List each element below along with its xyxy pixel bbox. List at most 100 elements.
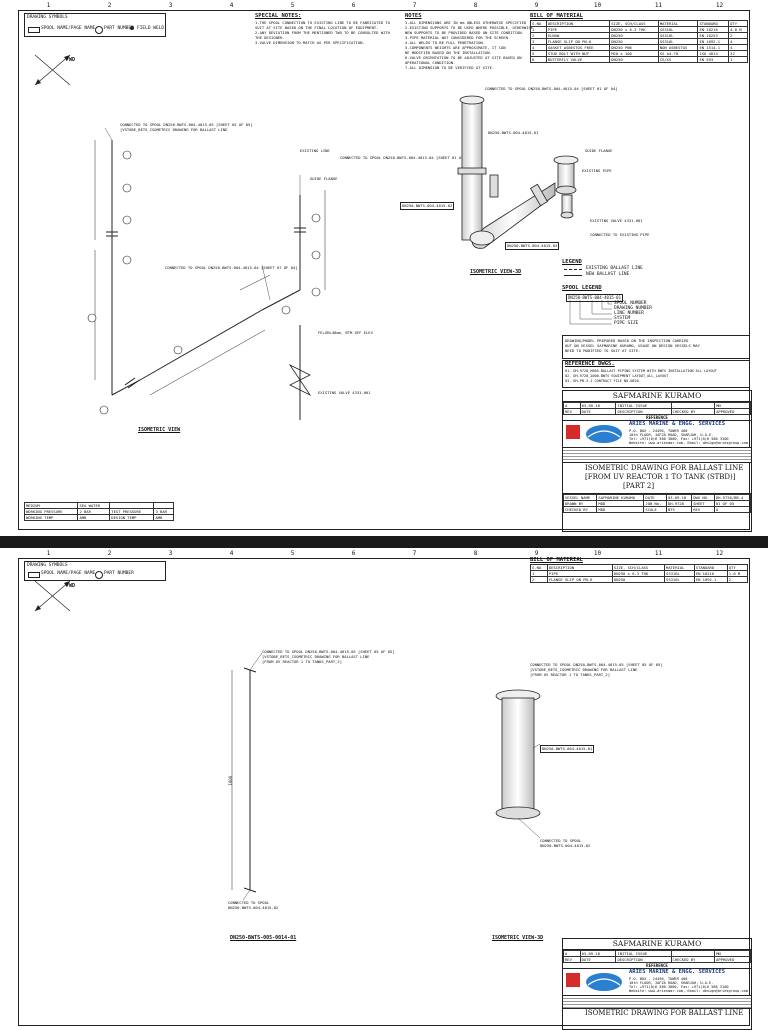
drawing-note: DRAWING/MODEL PREPARED BASED ON THE INSP… [562,335,750,359]
spool-legend-title: SPOOL LEGEND [562,285,602,291]
callout-3d-connected: CONNECTED TO SPOOL DN250-BWTS-004-4015-0… [485,86,618,91]
field-weld-icon [130,26,134,30]
address-line: Website: www.ariesmar.com, Email: design… [629,989,748,993]
notes: NOTES 1.ALL DIMENSIONS ARE IN mm UNLESS … [405,13,534,70]
spool-symbol-icon [28,27,40,33]
drawing-frame [18,10,750,530]
spool-isometric-drawing [231,652,541,901]
reference-label: REFERENCE [563,963,751,969]
title-line: [PART 2] [623,482,655,490]
isometric-3d-drawing [457,95,579,249]
note-line: SUIT AT SITE BASED ON THE FINAL LOCATION… [255,24,379,30]
symbol-part-label: PART NUMBER [104,26,134,31]
ruler-tick: 12 [715,550,724,557]
ruler-tick: 6 [351,550,356,557]
ruler-tick: 9 [534,550,539,557]
note-line: 3.VALVE DIMENSION TO MATCH AS PER SPECIF… [255,39,365,45]
symbol-spool-label: SPOOL NAME/PAGE NAME [41,571,96,576]
north-label: FWD [66,57,76,63]
drawing-symbols-box: DRAWING SYMBOLS SPOOL NAME/PAGE NAME PAR… [24,561,166,581]
part-number-icon [95,571,103,579]
callout-text: [VSTOBE_BETS_ISOMETRIC DRAWING FOR BALLA… [530,667,638,672]
callout-text: FE+GM+40mm, BTM OFF ELEV [318,330,373,335]
spool-legend-item: PIPE SIZE [614,321,639,326]
ruler-tick: 8 [473,2,478,9]
bom-title: BILL OF MATERIAL [530,557,583,563]
ruler-tick: 10 [593,550,602,557]
title-line: ISOMETRIC DRAWING FOR BALLAST LINE [585,464,744,472]
spool-legend-item: SYSTEM [614,316,631,321]
callout-text: [FROM UV REACTOR 1 TO TANKS_PART_2] [262,659,343,664]
ruler-tick: 5 [290,550,295,557]
note-line: 1.ALL DIMENSIONS ARE IN mm UNLESS OTHERW… [405,19,527,25]
callout-text: CONNECTED TO SPOOL DN250-BWTS-004-4015-0… [262,649,395,654]
company-name: ARIES MARINE & ENGG. SERVICES [629,969,726,975]
iso-view-label: ISOMETRIC VIEW [138,427,181,433]
callout-text: CONNECTED TO SPOOL [540,838,582,843]
disclaimer-text [563,448,751,463]
legend-item: NEW BALLAST LINE [586,271,630,277]
ruler-tick: 9 [534,2,539,9]
note-line: 7.ALL DIMENSION TO BE VERIFIED AT SITE. [405,64,495,70]
ship-name: SAFMARINE KURAMO [563,391,751,402]
guide-flange-3d: GUIDE FLANGE [585,148,613,153]
callout-text: CONNECTED TO SPOOL DN250-BWTS-004-4015-0… [165,265,298,270]
reference-item: 01. DH-9728_H005-BALLAST PIPING SYSTEM W… [565,369,717,373]
bom-title: BILL OF MATERIAL [530,13,583,19]
bom-cell: 2 [726,575,749,583]
note-line: 2.EXISTING SUPPORTS TO BE USED WHERE POS… [405,24,534,30]
ruler-tick: 7 [412,550,417,557]
company-block: ARIES MARINE & ENGG. SERVICES P.O. BOX -… [563,421,751,448]
note-line: 6.VALVE ORIENTATION TO BE ADJUSTED AT SI… [405,54,522,60]
special-notes-title: SPECIAL NOTES: [255,13,302,19]
iso-3d-label: ISOMETRIC VIEW-3D [492,935,544,941]
dimension-label: 1000 [228,775,234,786]
note-line: NEW SUPPORTS TO BE PROVIDED BASED ON SIT… [405,29,524,35]
note-line: 2.ANY DEVIATION FROM THE MENTIONED TWO T… [255,29,390,35]
company-block: ARIES MARINE & ENGG. SERVICES P.O. BOX -… [563,969,751,996]
ruler-tick: 11 [654,2,663,9]
ruler-tick: 8 [473,550,478,557]
north-label: FWD [66,583,76,589]
address-line: Tel: +971(0)6 580 3000, Fax: +971(0)6 58… [629,437,729,441]
note-line: NEED TO MODIFIED TO SUIT AT SITE. [565,348,641,353]
ruler-tick: 11 [654,550,663,557]
spool-legend-leaders [569,300,612,325]
spool-tag: DN250-BWTS-004-4015-01 [540,745,595,753]
iso-3d-label: ISOMETRIC VIEW-3D [470,269,522,275]
company-name: ARIES MARINE & ENGG. SERVICES [629,421,726,427]
ruler-tick: 1 [46,2,51,9]
notes-title: NOTES [405,13,422,19]
existing-pipe-3d: EXISTING PIPE [582,168,612,173]
connected-existing-3d: CONNECTED TO EXISTING PIPE [590,232,650,237]
symbol-part-label: PART NUMBER [104,571,134,576]
ruler-tick: 4 [229,550,234,557]
ruler-tick: 1 [46,550,51,557]
spool-legend: SPOOL LEGEND DN250-BWTS-004-4015-01 SPOO… [562,285,682,330]
symbol-spool-label: SPOOL NAME/PAGE NAME [41,26,96,31]
address-line: P.O. BOX - 24496, TOWER 400 [629,977,688,981]
address-line: Website: www.ariesmar.com, Email: design… [629,441,748,445]
callout-text: EXISTING LINE [300,148,330,153]
callout-text: CONNECTED TO SPOOL DN250-BWTS-004-4015-0… [530,662,663,667]
spool-legend-code: DN250-BWTS-004-4015-01 [566,294,623,302]
note-line: 1.THE SPOOL CONNECTION TO EXISTING LINE … [255,19,390,25]
spool-legend-item: LINE NUMBER [614,311,644,316]
callout-text: EXISTING VALVE 4331-H01 [318,390,371,395]
note-line: 5.COMPONENTS WEIGHTS ARE APPROXIMATE, IT… [405,44,506,50]
ruler-tick: 12 [715,2,724,9]
north-arrow-icon [34,580,71,612]
sheet-separator [0,536,768,548]
note-line: DRAWING/MODEL PREPARED BASED ON THE INSP… [565,338,689,343]
bom-cell: DN250 [611,575,666,583]
title-line: [FROM UV REACTOR 1 TO TANK (STBD)] [585,473,736,481]
ruler-tick: 2 [107,2,112,9]
